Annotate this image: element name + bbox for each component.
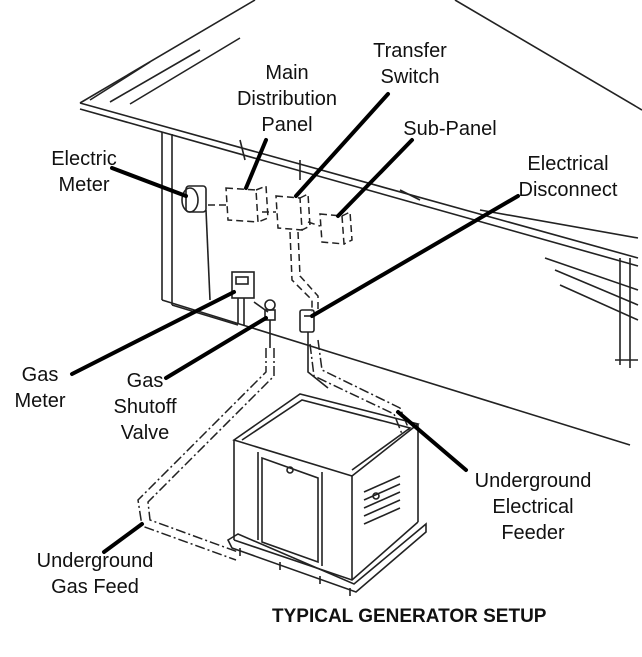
- label-underground-electrical-feeder: Underground Electrical Feeder: [456, 468, 610, 546]
- leader-main-panel: [244, 138, 268, 190]
- label-transfer-line2: Switch: [380, 66, 440, 88]
- label-gas-feed-line2: Gas Feed: [51, 576, 139, 598]
- leader-sub-panel: [336, 138, 414, 218]
- label-electric-line1: Electric: [51, 148, 117, 170]
- label-gas-meter: Gas Meter: [4, 362, 76, 414]
- leader-electric-meter: [110, 166, 188, 198]
- gas-shutoff-valve: [253, 299, 276, 348]
- electrical-disconnect: [299, 309, 329, 389]
- leader-lines: [70, 92, 520, 554]
- label-electric-line2: Meter: [58, 174, 110, 196]
- underground-gas-line: [137, 348, 275, 561]
- leader-gas-meter: [70, 290, 236, 376]
- label-gas-feed-line1: Underground: [36, 550, 154, 572]
- label-gas-meter-line2: Meter: [14, 390, 66, 412]
- label-main-distribution-panel: Main Distribution Panel: [222, 60, 352, 138]
- feeder-conduit-wall-2: [297, 231, 319, 312]
- electric-meter: [181, 185, 211, 301]
- feeder-conduit-wall: [289, 231, 313, 312]
- leader-gas-shutoff: [164, 316, 268, 380]
- diagram-title: TYPICAL GENERATOR SETUP: [272, 606, 547, 627]
- label-transfer-switch: Transfer Switch: [360, 38, 460, 90]
- label-shutoff-line1: Gas: [126, 370, 164, 392]
- label-gas-meter-line1: Gas: [21, 364, 59, 386]
- label-gas-shutoff-valve: Gas Shutoff Valve: [102, 368, 188, 446]
- gas-meter: [231, 271, 255, 326]
- generator-unit: [226, 393, 427, 596]
- leader-underground-feeder: [396, 410, 468, 472]
- main-distribution-panel: [208, 184, 269, 223]
- label-disconnect-line2: Disconnect: [518, 179, 618, 201]
- label-shutoff-line2: Shutoff: [113, 396, 177, 418]
- label-main-line3: Panel: [261, 114, 313, 136]
- leader-transfer-switch: [294, 92, 390, 198]
- leader-underground-gas: [102, 522, 144, 554]
- leader-electrical-disconnect: [310, 194, 520, 318]
- label-feeder-line3: Feeder: [501, 522, 565, 544]
- house-wall: [161, 132, 639, 446]
- label-sub-panel: Sub-Panel: [390, 116, 510, 142]
- house-roof: [79, 0, 642, 267]
- label-underground-gas-feed: Underground Gas Feed: [20, 548, 170, 600]
- sub-panel: [307, 210, 353, 245]
- label-disconnect-line1: Electrical: [527, 153, 609, 175]
- label-electrical-disconnect: Electrical Disconnect: [500, 151, 636, 203]
- transfer-switch: [262, 192, 311, 231]
- label-electric-meter: Electric Meter: [36, 146, 132, 198]
- label-feeder-line1: Underground: [474, 470, 592, 492]
- label-main-line1: Main: [265, 62, 309, 84]
- label-transfer-line1: Transfer: [373, 40, 447, 62]
- label-sub-panel-text: Sub-Panel: [403, 118, 497, 140]
- label-shutoff-line3: Valve: [120, 422, 170, 444]
- underground-electrical-line: [309, 339, 411, 435]
- label-feeder-line2: Electrical: [492, 496, 574, 518]
- label-main-line2: Distribution: [236, 88, 338, 110]
